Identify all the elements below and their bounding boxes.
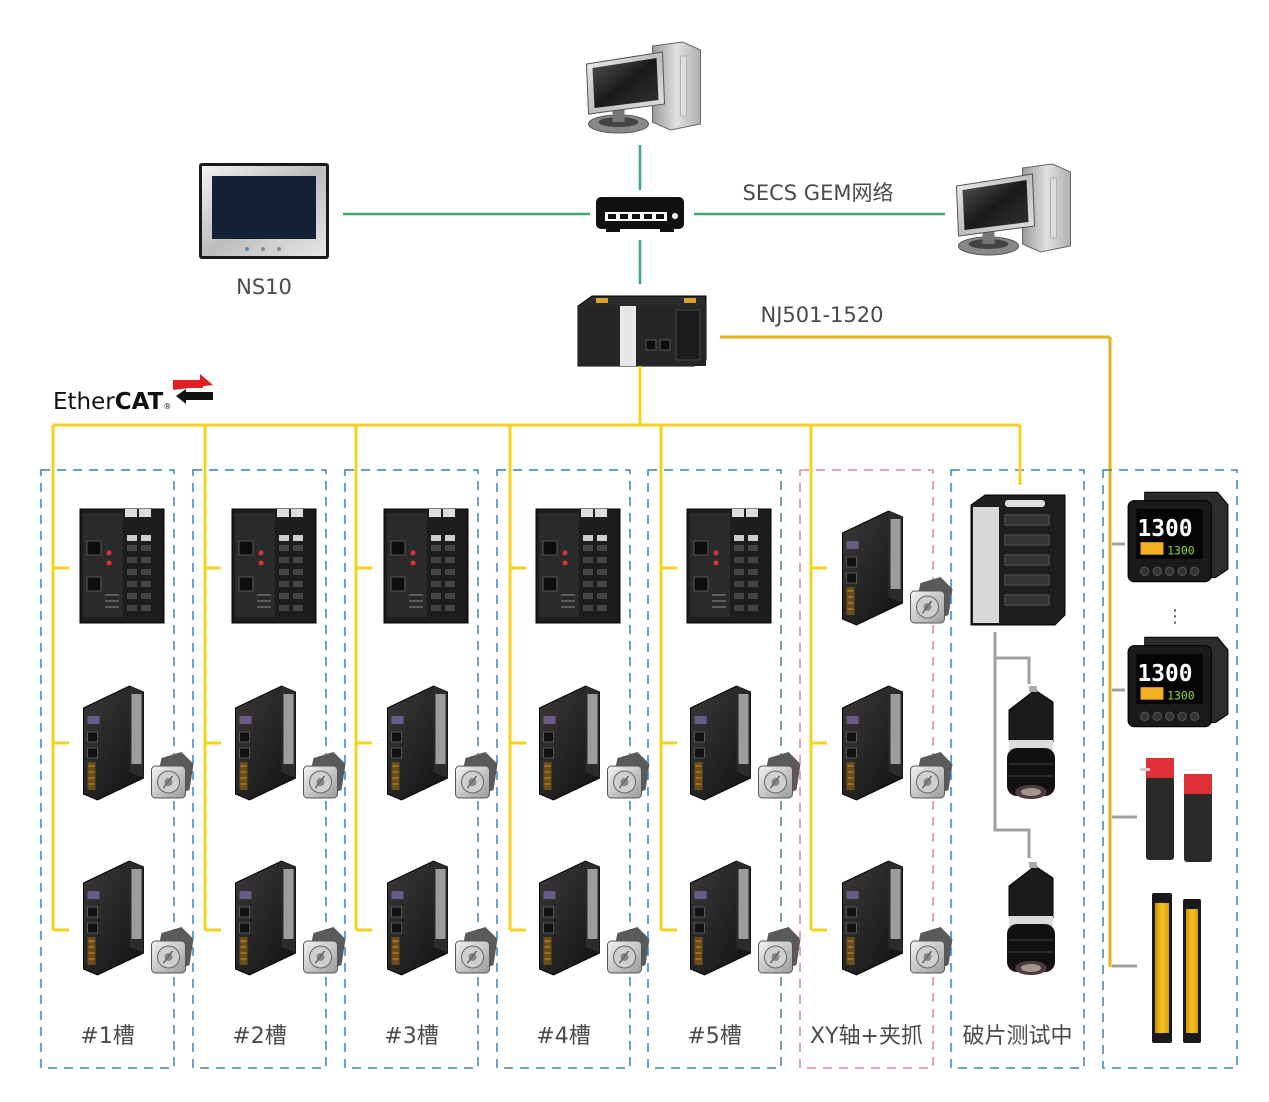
servo-drive-icon[interactable] <box>841 685 954 801</box>
touch-panel-hmi-icon <box>199 163 329 259</box>
servo-drive-icon[interactable] <box>82 860 195 976</box>
pc-right[interactable] <box>955 163 1072 256</box>
temperature-controller-icon <box>1127 491 1229 583</box>
device-group: #3槽 <box>344 469 499 1069</box>
desktop-computer-icon <box>585 41 702 134</box>
servo-drive-icon[interactable] <box>538 860 651 976</box>
pc-top[interactable] <box>585 41 702 134</box>
device-group: #2槽 <box>192 469 347 1069</box>
ethercat-drops <box>51 425 827 932</box>
ellipsis: ⋮ <box>1166 606 1184 627</box>
group-border <box>950 469 1085 1069</box>
servo-drive-icon[interactable] <box>689 860 802 976</box>
safety-light-curtain-icon <box>1152 893 1201 1043</box>
group-label: 破片测试中 <box>962 1024 1072 1049</box>
group-label: #3槽 <box>384 1024 438 1049</box>
group-label: #4槽 <box>536 1024 590 1049</box>
serial-line <box>720 335 1137 968</box>
servo-drive-icon[interactable] <box>841 510 954 626</box>
camera-icon[interactable] <box>1006 861 1056 976</box>
servo-drive-icon[interactable] <box>82 685 195 801</box>
io-coupler-icon[interactable] <box>231 508 317 624</box>
ethernet-lines <box>343 145 945 284</box>
servo-drive-icon[interactable] <box>386 860 499 976</box>
ethercat-bus <box>53 366 1022 485</box>
plc-controller-icon <box>577 295 707 367</box>
hmi-ns10[interactable]: NS10 <box>199 163 329 299</box>
device-group: #1槽 <box>40 469 195 1069</box>
vision-controller-icon[interactable] <box>970 494 1066 626</box>
svg-text:EtherCAT®: EtherCAT® <box>53 389 171 415</box>
device-group: #4槽 <box>496 469 651 1069</box>
io-coupler-icon[interactable] <box>535 508 621 624</box>
temperature-controller-icon <box>1127 636 1229 728</box>
io-coupler-icon[interactable] <box>79 508 165 624</box>
desktop-computer-icon <box>955 163 1072 256</box>
servo-drive-icon[interactable] <box>841 860 954 976</box>
device-groups: #1槽 #2槽 #3槽 #4槽 #5槽 XY轴+夹抓 破片测试中 <box>40 469 1085 1069</box>
group-label: #2槽 <box>232 1024 286 1049</box>
io-coupler-icon[interactable] <box>686 508 772 624</box>
device-group: XY轴+夹抓 <box>799 469 954 1069</box>
group-label: #5槽 <box>687 1024 741 1049</box>
ethernet-switch[interactable] <box>596 197 684 232</box>
device-group: 破片测试中 <box>950 469 1085 1069</box>
network-label: SECS GEM网络 <box>743 181 894 205</box>
camera-icon[interactable] <box>1006 685 1056 800</box>
camera-cable <box>993 632 1031 858</box>
io-coupler-icon[interactable] <box>383 508 469 624</box>
device-group: #5槽 <box>647 469 802 1069</box>
servo-drive-icon[interactable] <box>689 685 802 801</box>
camera-cable <box>995 656 1031 684</box>
right-device-group: ⋮ <box>1102 469 1238 1069</box>
servo-drive-icon[interactable] <box>538 685 651 801</box>
servo-drive-icon[interactable] <box>234 860 347 976</box>
ethernet-switch-icon <box>596 197 684 232</box>
ethercat-logo: EtherCAT® <box>53 374 213 415</box>
group-label: XY轴+夹抓 <box>810 1024 923 1049</box>
hmi-label: NS10 <box>236 275 292 299</box>
servo-drive-icon[interactable] <box>234 685 347 801</box>
controller-label: NJ501-1520 <box>760 303 883 327</box>
controller-nj501[interactable]: NJ501-1520 <box>577 295 884 367</box>
group-label: #1槽 <box>80 1024 134 1049</box>
safety-door-switch-icon <box>1140 758 1212 862</box>
servo-drive-icon[interactable] <box>386 685 499 801</box>
